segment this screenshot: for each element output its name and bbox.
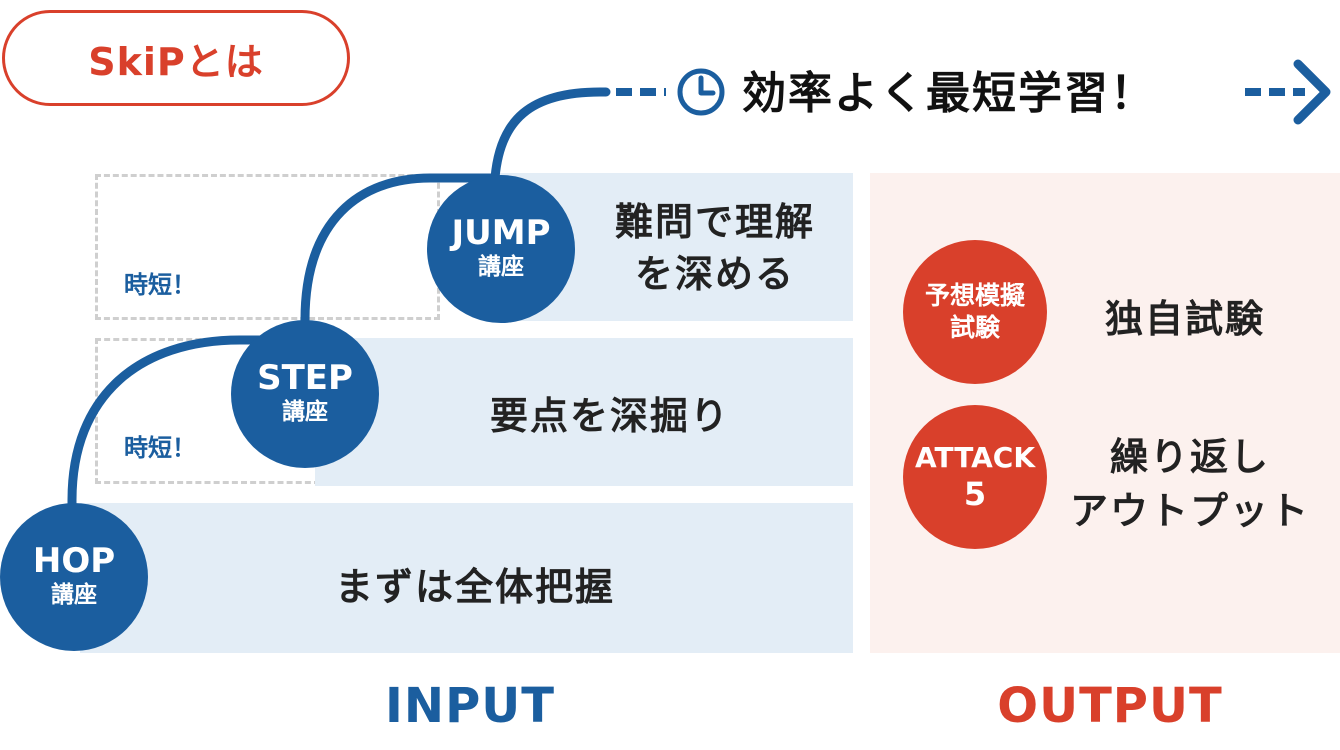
mock-exam-line1: 予想模擬 bbox=[924, 280, 1025, 310]
mock-exam-line2: 試験 bbox=[949, 313, 1000, 342]
repeat-output-line1: 繰り返し bbox=[1109, 435, 1270, 479]
hop-band bbox=[80, 503, 853, 653]
input-label: INPUT bbox=[385, 678, 555, 734]
time-saving-label-lower: 時短！ bbox=[124, 434, 196, 462]
mock-exam-circle: 予想模擬 試験 bbox=[903, 240, 1047, 384]
jump-sub: 講座 bbox=[478, 254, 524, 281]
step-description: 要点を深掘り bbox=[489, 394, 730, 438]
hop-title: HOP bbox=[32, 541, 116, 582]
attack5-line1: ATTACK bbox=[914, 441, 1036, 474]
jump-description-line2: を深める bbox=[634, 252, 795, 296]
skip-badge: SkiPとは bbox=[2, 10, 350, 106]
hop-sub: 講座 bbox=[51, 582, 97, 609]
step-band bbox=[315, 338, 853, 486]
jump-circle: JUMP 講座 bbox=[427, 175, 575, 323]
step-title: STEP bbox=[257, 358, 353, 399]
attack5-line2: 5 bbox=[963, 474, 987, 513]
jump-title: JUMP bbox=[451, 213, 551, 254]
hop-description: まずは全体把握 bbox=[334, 565, 615, 609]
attack5-circle: ATTACK 5 bbox=[903, 405, 1047, 549]
repeat-output-line2: アウトプット bbox=[1069, 489, 1310, 533]
step-sub: 講座 bbox=[282, 399, 328, 426]
hop-circle: HOP 講座 bbox=[0, 503, 148, 651]
arrow-head bbox=[1293, 59, 1331, 125]
original-exam-text: 独自試験 bbox=[1104, 297, 1265, 341]
headline: 効率よく最短学習！ bbox=[742, 68, 1156, 119]
path-curve bbox=[67, 87, 611, 580]
jump-description-line1: 難問で理解 bbox=[614, 200, 815, 244]
jump-description: 難問で理解 を深める bbox=[570, 196, 860, 300]
repeat-output-text: 繰り返し アウトプット bbox=[1050, 430, 1330, 538]
time-saving-label-upper: 時短！ bbox=[124, 271, 196, 299]
step-circle: STEP 講座 bbox=[231, 320, 379, 468]
clock-icon bbox=[677, 68, 725, 116]
output-label: OUTPUT bbox=[997, 678, 1223, 734]
